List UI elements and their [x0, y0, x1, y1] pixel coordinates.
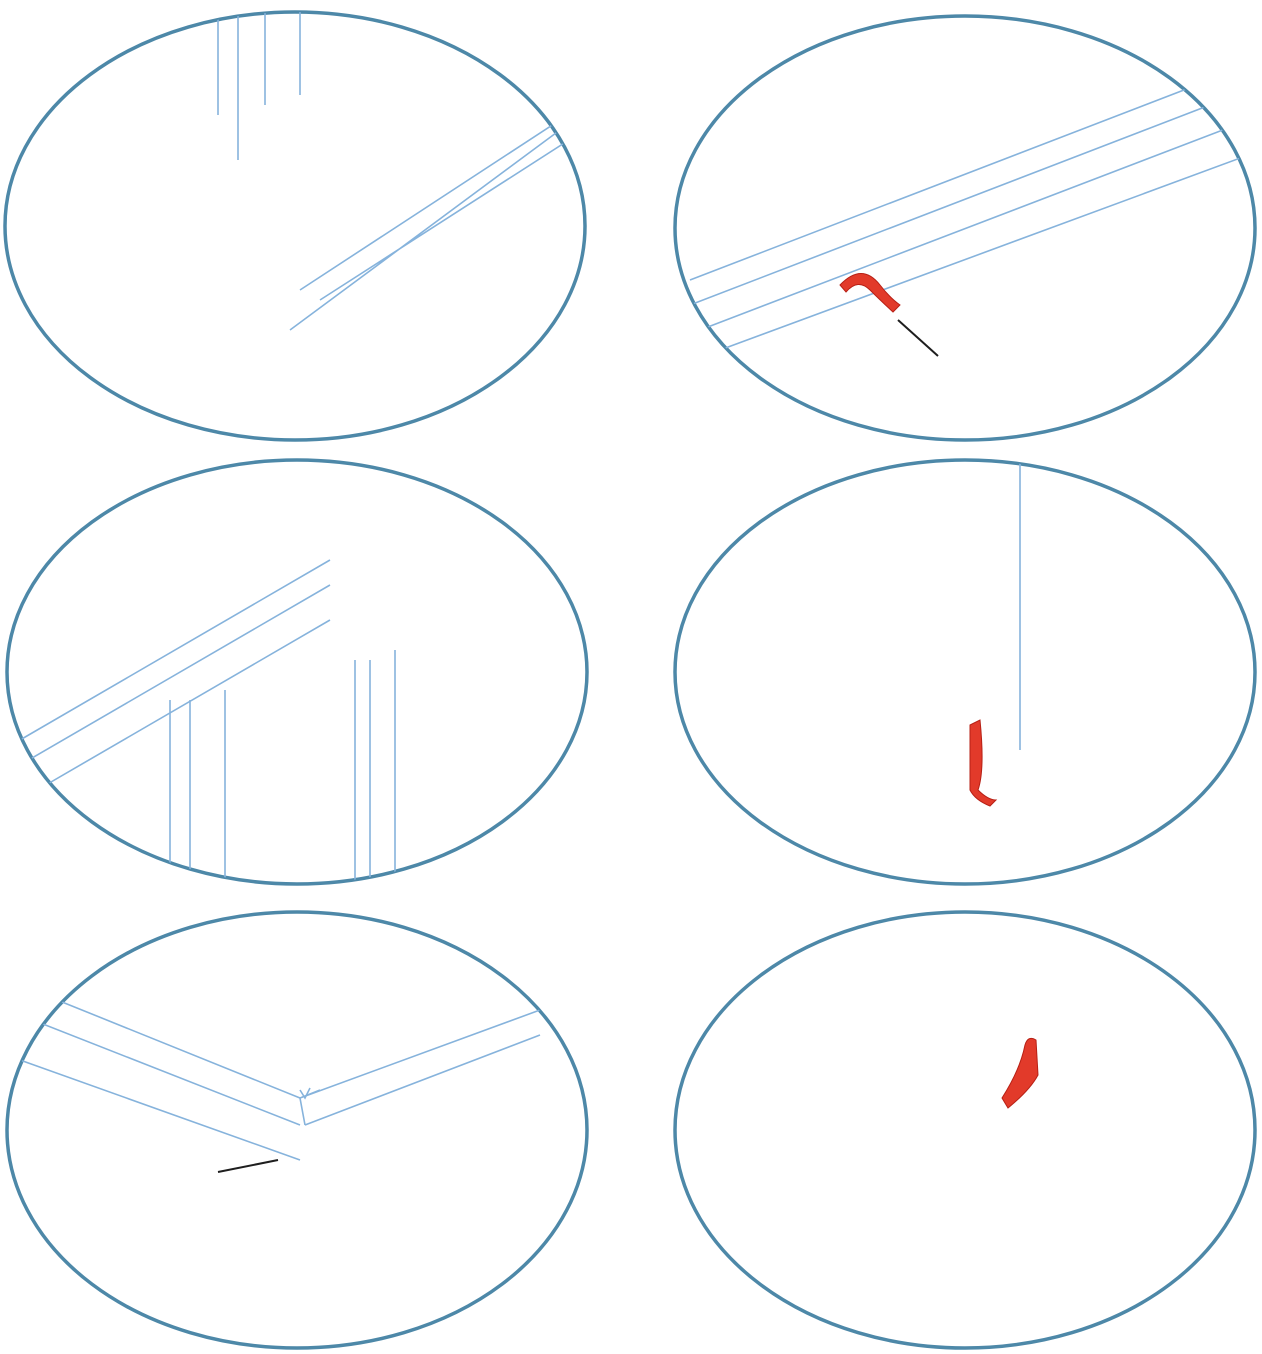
panel-5-outline — [5, 910, 589, 1350]
panel-6 — [673, 910, 1257, 1350]
panel-4-illustration — [969, 460, 1021, 807]
panel-5 — [5, 910, 589, 1350]
red-release-liner — [969, 719, 998, 807]
panel-6-outline — [673, 910, 1257, 1350]
red-release-liner — [839, 273, 901, 313]
red-release-liner — [1001, 1037, 1039, 1109]
panel-1 — [3, 10, 587, 442]
panel-4 — [673, 458, 1257, 886]
panel-2 — [673, 14, 1257, 442]
panel-5-illustration — [19, 984, 541, 1173]
panel-1-illustration — [217, 12, 585, 331]
panel-6-illustration — [1001, 1037, 1039, 1109]
panel-2-illustration — [689, 59, 1255, 357]
panel-4-outline — [673, 458, 1257, 886]
panel-3-illustration — [19, 559, 396, 884]
panel-3-outline — [5, 458, 589, 886]
panel-1-outline — [3, 10, 587, 442]
panel-3 — [5, 458, 589, 886]
